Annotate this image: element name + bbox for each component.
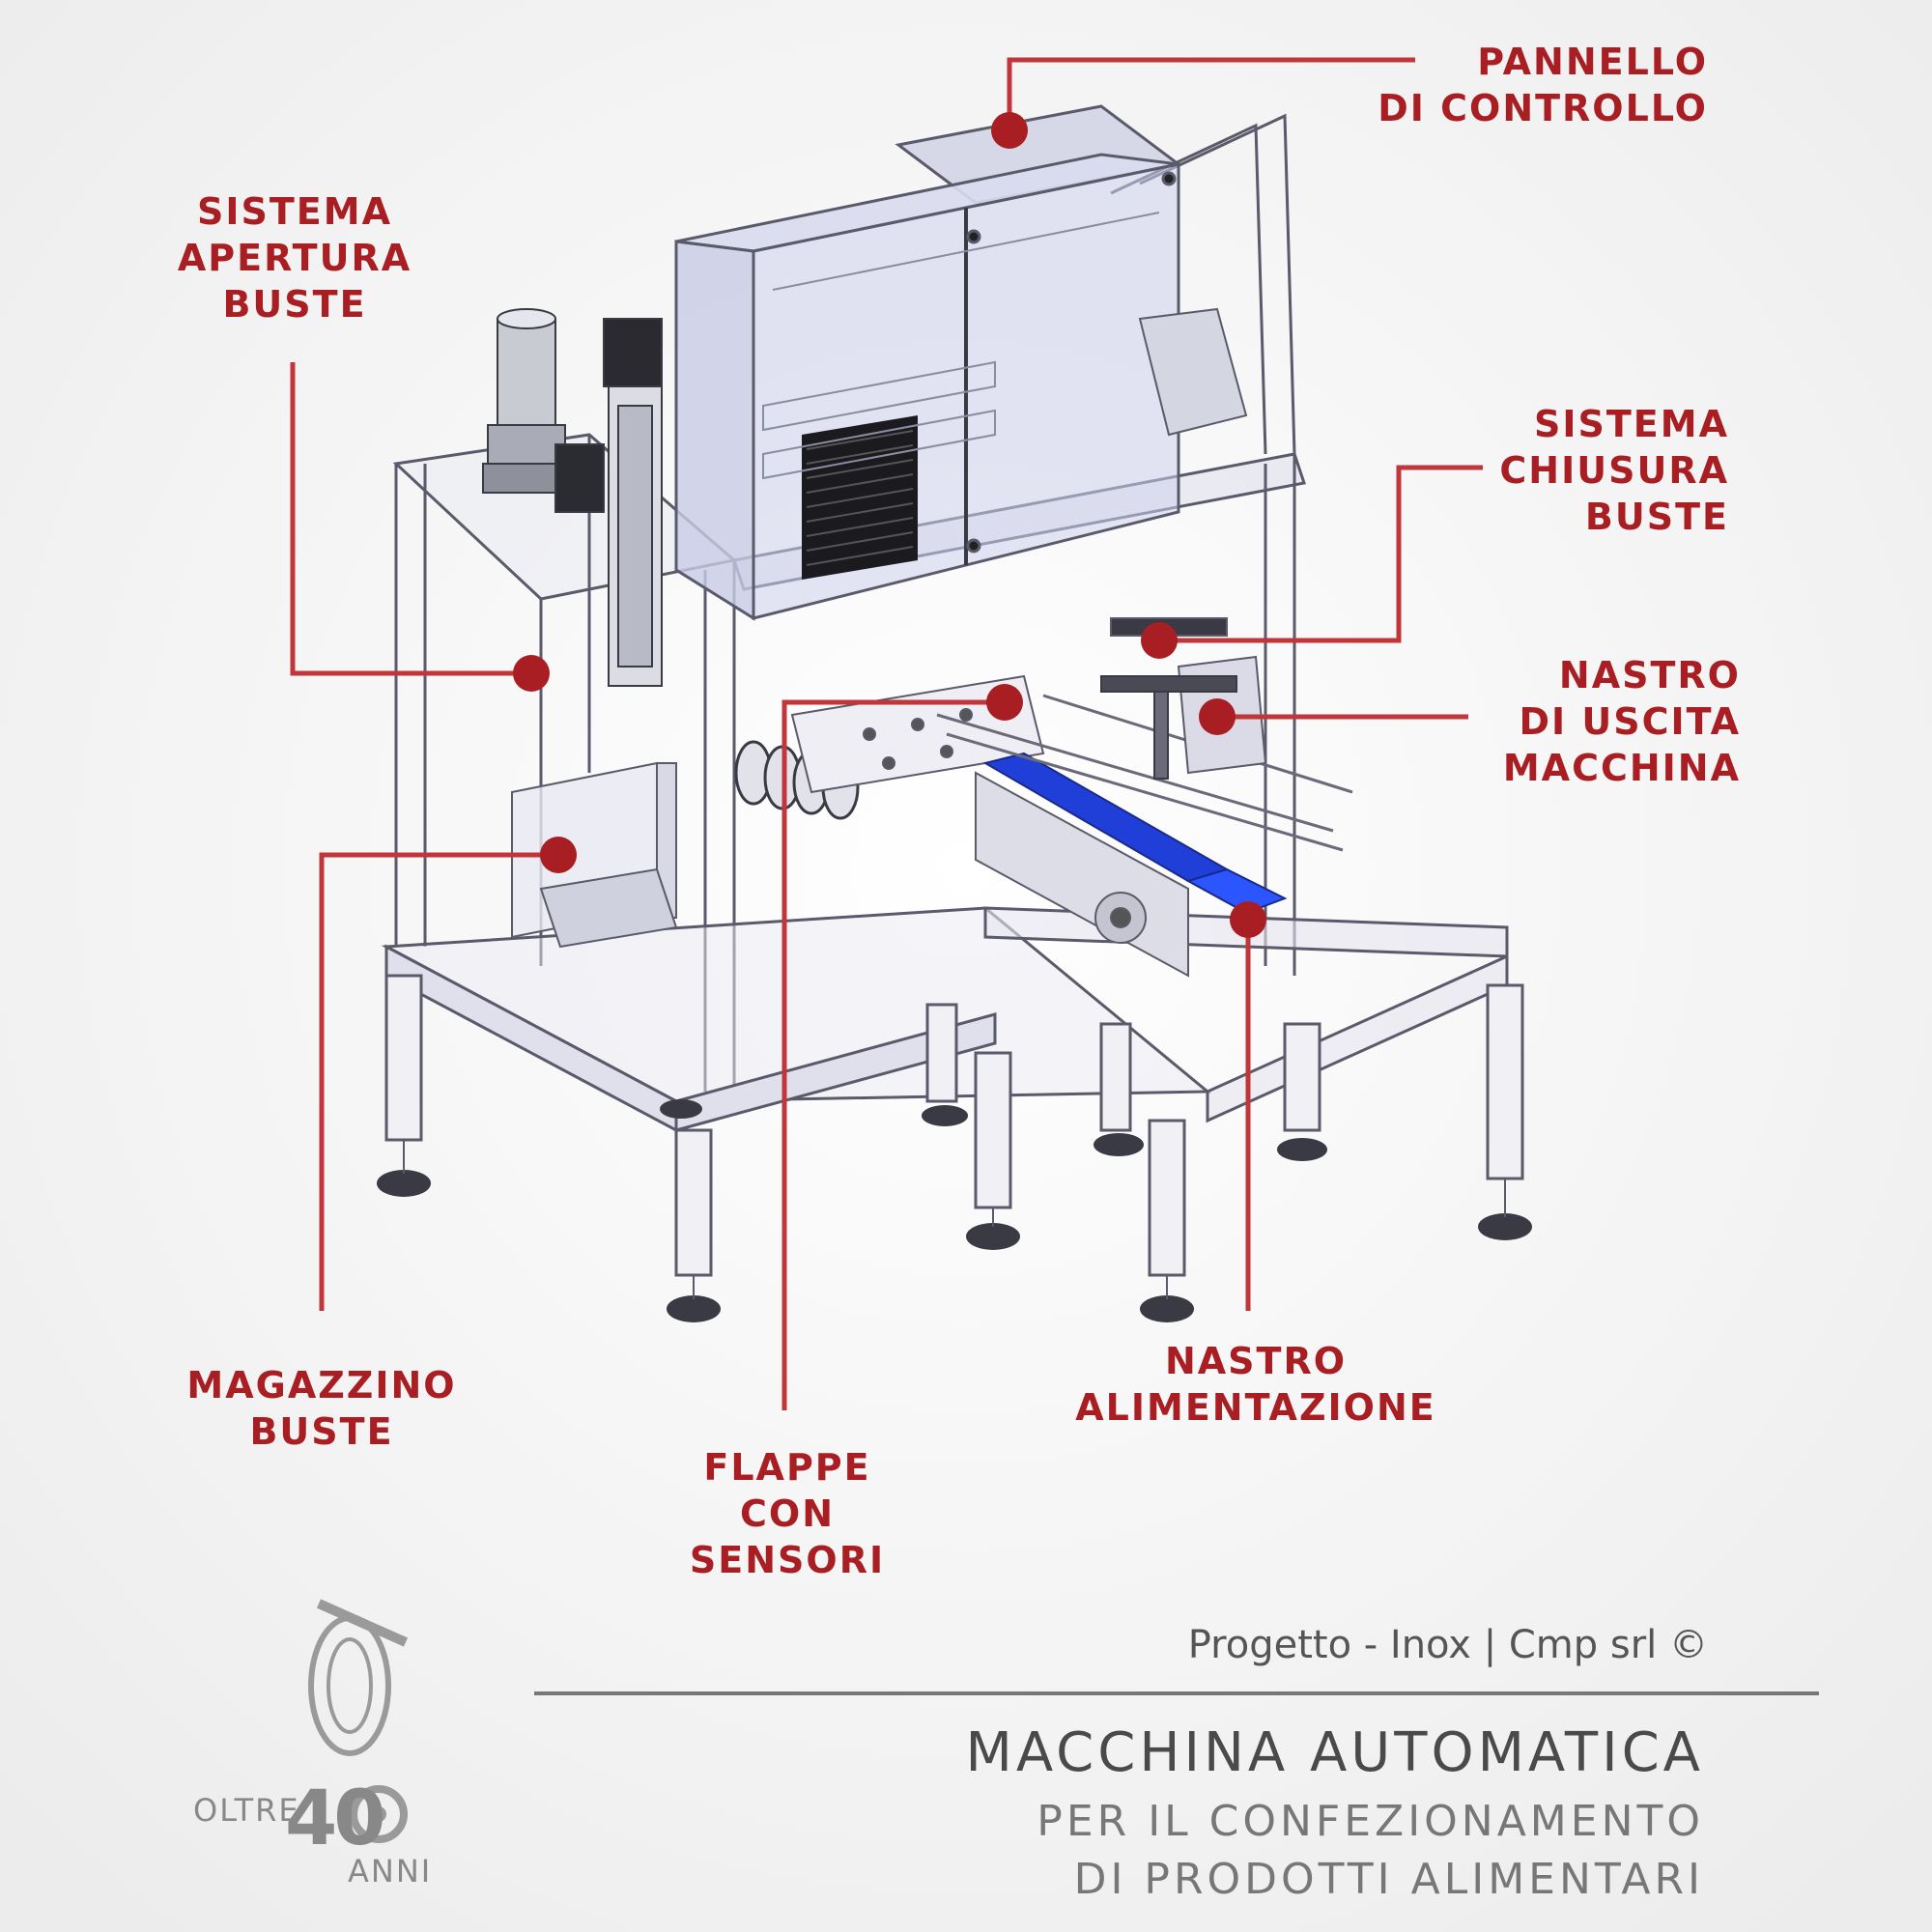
anniversary-logo — [308, 1599, 409, 1756]
label-magazzino-buste: MAGAZZINO BUSTE — [172, 1362, 471, 1455]
label-line: DI USCITA — [1519, 700, 1741, 743]
bag-magazine — [511, 761, 678, 949]
label-line: CHIUSURA — [1499, 449, 1729, 492]
label-line: NASTRO — [1558, 654, 1741, 696]
label-line: DI CONTROLLO — [1378, 87, 1708, 129]
label-line: FLAPPE — [703, 1446, 871, 1489]
label-line: NASTRO — [1164, 1340, 1348, 1382]
leveling-feet — [377, 1099, 1532, 1322]
label-line: SISTEMA — [1534, 403, 1729, 445]
feed-belt — [982, 752, 1288, 915]
linear-actuator — [603, 318, 663, 687]
marker-uscita — [1199, 698, 1236, 735]
leader-magazzino — [319, 852, 558, 1311]
marker-apertura — [513, 655, 550, 692]
label-nastro-uscita: NASTRO DI USCITA MACCHINA — [1503, 652, 1741, 791]
label-line: ALIMENTAZIONE — [1075, 1386, 1436, 1429]
leg-threads — [403, 1140, 1506, 1299]
credit-text: Progetto - Inox | Cmp srl © — [1187, 1623, 1708, 1667]
cabinet-internals — [762, 212, 1160, 480]
label-line: BUSTE — [222, 283, 367, 326]
gear-icon — [350, 1785, 408, 1843]
callout-markers — [513, 112, 1266, 938]
cabinet-vent — [802, 415, 918, 580]
marker-chiusura — [1141, 622, 1178, 659]
label-line: BUSTE — [1584, 496, 1729, 538]
main-title: MACCHINA AUTOMATICA — [965, 1721, 1704, 1784]
machine-legs — [384, 974, 1524, 1277]
marker-alimentazione — [1230, 901, 1266, 938]
leader-pannello — [1007, 57, 1415, 130]
marker-pannello — [991, 112, 1028, 149]
label-line: MACCHINA — [1502, 747, 1741, 789]
logo-text-anni: ANNI — [348, 1853, 433, 1889]
label-line: APERTURA — [177, 237, 412, 279]
flap-plate — [790, 674, 1045, 794]
marker-magazzino — [540, 837, 577, 873]
label-line: MAGAZZINO — [186, 1364, 457, 1406]
label-sistema-chiusura-buste: SISTEMA CHIUSURA BUSTE — [1499, 401, 1729, 540]
logo-number: 40 — [285, 1776, 386, 1862]
label-pannello-controllo: PANNELLO DI CONTROLLO — [1378, 39, 1708, 131]
label-nastro-alimentazione: NASTRO ALIMENTAZIONE — [1053, 1338, 1459, 1431]
label-line: SISTEMA — [197, 190, 392, 233]
belt-housing — [975, 771, 1189, 978]
leader-lines — [290, 57, 1483, 1410]
label-line: CON — [740, 1492, 835, 1535]
logo-spring — [316, 1599, 409, 1647]
subtitle-line-1: PER IL CONFEZIONAMENTO — [1037, 1797, 1704, 1846]
marker-flappe — [986, 684, 1023, 721]
subtitle-line-2: DI PRODOTTI ALIMENTARI — [1073, 1855, 1704, 1904]
leader-flappe — [781, 699, 1005, 1410]
leader-apertura — [290, 362, 531, 676]
sealing-bar — [1100, 675, 1237, 780]
label-sistema-apertura-buste: SISTEMA APERTURA BUSTE — [174, 188, 415, 327]
label-flappe-sensori: FLAPPE CON SENSORI — [667, 1444, 908, 1583]
label-line: SENSORI — [689, 1539, 886, 1581]
label-line: BUSTE — [249, 1410, 394, 1453]
motor — [482, 308, 605, 513]
leader-chiusura — [1159, 465, 1483, 643]
label-line: PANNELLO — [1477, 41, 1708, 83]
logo-text-oltre: OLTRE — [193, 1792, 300, 1829]
